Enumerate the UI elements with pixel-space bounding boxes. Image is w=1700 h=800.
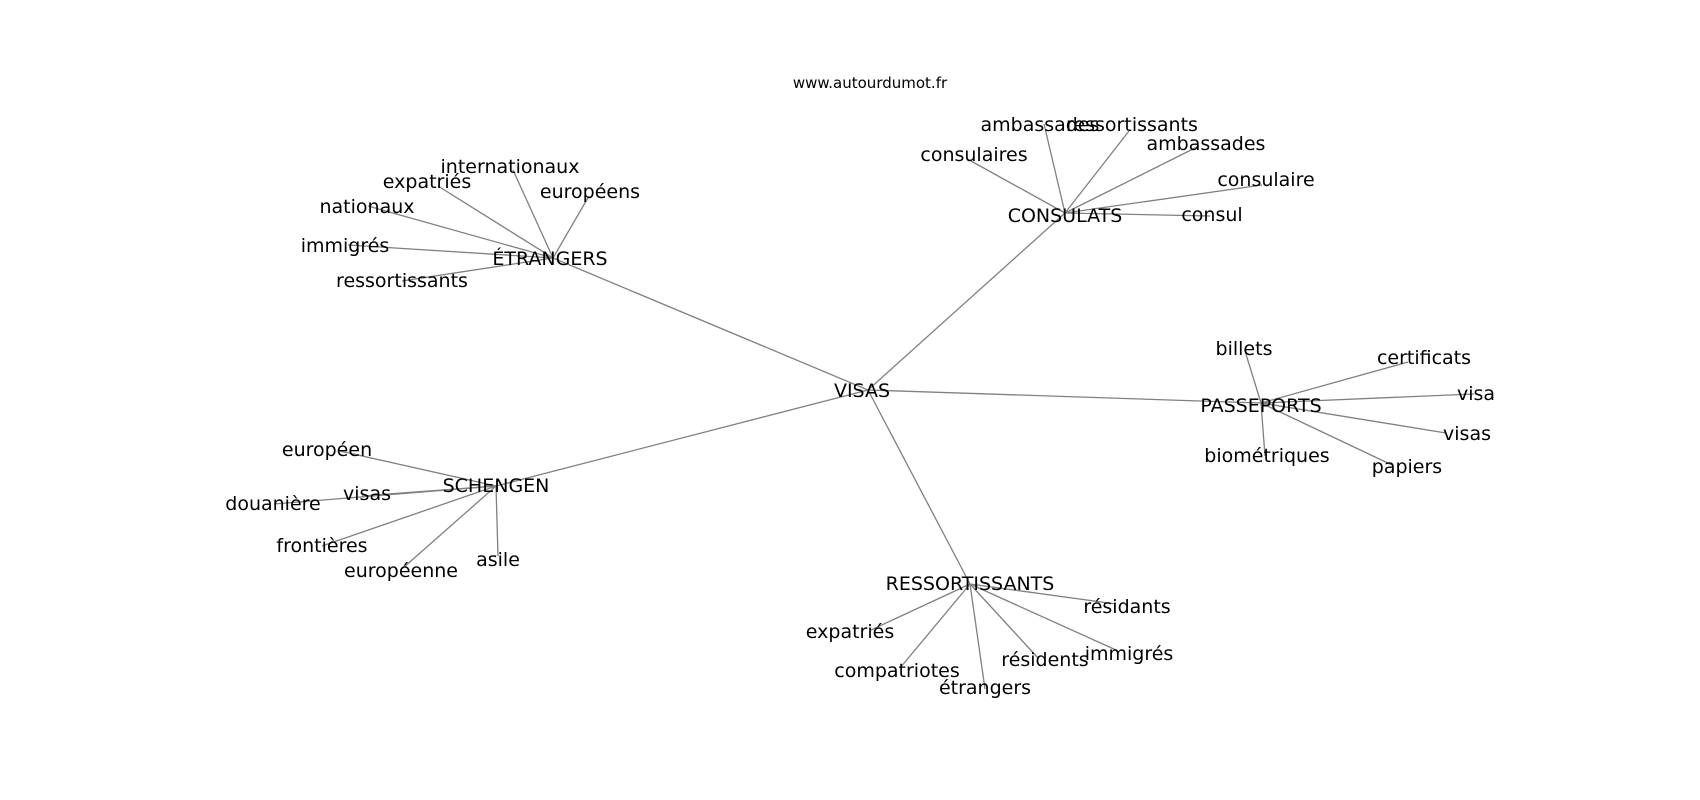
edge-hub-to-leaf: [552, 195, 590, 259]
hub-node-label: RESSORTISSANTS: [886, 573, 1055, 595]
leaf-node-label: billets: [1216, 338, 1273, 360]
leaf-node-label: certificats: [1377, 347, 1471, 369]
leaf-node-label: asile: [476, 549, 520, 571]
leaf-node-label: visas: [1443, 423, 1491, 445]
edge-hub-to-leaf: [1260, 402, 1447, 434]
edge-hub-to-leaf: [970, 160, 1066, 214]
leaf-node-label: expatriés: [383, 171, 471, 193]
edge-hub-to-leaf: [969, 583, 1117, 605]
leaf-node-label: nationaux: [319, 196, 414, 218]
leaf-node-label: visa: [1457, 383, 1495, 405]
leaf-node-label: consul: [1181, 204, 1242, 226]
edge-hub-to-leaf: [347, 244, 554, 259]
leaf-node-label: internationaux: [441, 156, 580, 178]
edge-hub-to-leaf: [1244, 350, 1262, 404]
edge-center-to-hub: [867, 212, 1066, 391]
leaf-node-label: immigrés: [1085, 643, 1174, 665]
edge-hub-to-leaf: [402, 485, 497, 569]
leaf-node-label: compatriotes: [834, 660, 960, 682]
edge-hub-to-leaf: [1260, 402, 1266, 457]
leaf-node-label: résidents: [1001, 649, 1088, 671]
leaf-node-label: biométriques: [1204, 445, 1329, 467]
leaf-node-label: résidants: [1083, 596, 1170, 618]
leaf-node-label: visas: [343, 483, 391, 505]
edge-center-to-hub: [867, 389, 971, 585]
edge-hub-to-leaf: [401, 257, 554, 282]
edge-hub-to-leaf: [870, 583, 971, 631]
leaf-node-label: européen: [282, 439, 372, 461]
edge-hub-to-leaf: [339, 450, 497, 487]
edge-hub-to-leaf: [969, 583, 1117, 651]
hub-node-label: SCHENGEN: [443, 475, 550, 497]
edge-hub-to-leaf: [1260, 402, 1393, 466]
edge-hub-to-leaf: [495, 485, 499, 557]
edge-center-to-hub: [867, 389, 1262, 404]
leaf-node-label: européens: [540, 181, 640, 203]
edge-hub-to-leaf: [1064, 130, 1130, 214]
leaf-node-label: douanière: [225, 493, 320, 515]
leaf-node-label: consulaires: [920, 144, 1027, 166]
hub-node-label: PASSEPORTS: [1200, 395, 1321, 417]
edge-hub-to-leaf: [367, 205, 554, 259]
edge-hub-to-leaf: [1064, 212, 1211, 217]
leaf-node-label: papiers: [1372, 456, 1442, 478]
edge-center-to-hub: [552, 257, 869, 391]
edge-hub-to-leaf: [1260, 393, 1475, 404]
source-watermark: www.autourdumot.fr: [793, 74, 948, 92]
hub-node-label: ÉTRANGERS: [492, 247, 607, 270]
edge-hub-to-leaf: [1260, 361, 1409, 404]
edge-hub-to-leaf: [273, 485, 497, 505]
leaf-node-label: ressortissants: [336, 270, 468, 292]
edge-hub-to-leaf: [321, 485, 497, 547]
leaf-node-label: ambassades: [1147, 133, 1266, 155]
hub-node-label: CONSULATS: [1008, 205, 1123, 227]
leaf-node-label: frontières: [276, 535, 367, 557]
leaf-node-label: consulaire: [1217, 169, 1314, 191]
edge-hub-to-leaf: [1043, 123, 1066, 214]
leaf-node-label: étrangers: [939, 677, 1031, 699]
edge-hub-to-leaf: [1064, 184, 1263, 214]
edges-layer: [273, 123, 1475, 690]
edge-hub-to-leaf: [899, 583, 971, 669]
edge-hub-to-leaf: [1064, 145, 1200, 214]
center-node-label: VISAS: [834, 380, 890, 402]
leaf-node-label: ambassades: [981, 114, 1100, 136]
edge-center-to-hub: [495, 389, 869, 487]
edge-hub-to-leaf: [969, 583, 986, 690]
leaf-node-label: ressortissants: [1066, 114, 1198, 136]
leaf-node-label: immigrés: [301, 235, 390, 257]
leaf-node-label: expatriés: [806, 621, 894, 643]
edge-hub-to-leaf: [437, 185, 554, 259]
edge-hub-to-leaf: [512, 169, 554, 259]
leaf-node-label: européenne: [344, 560, 458, 582]
edge-hub-to-leaf: [969, 583, 1039, 659]
